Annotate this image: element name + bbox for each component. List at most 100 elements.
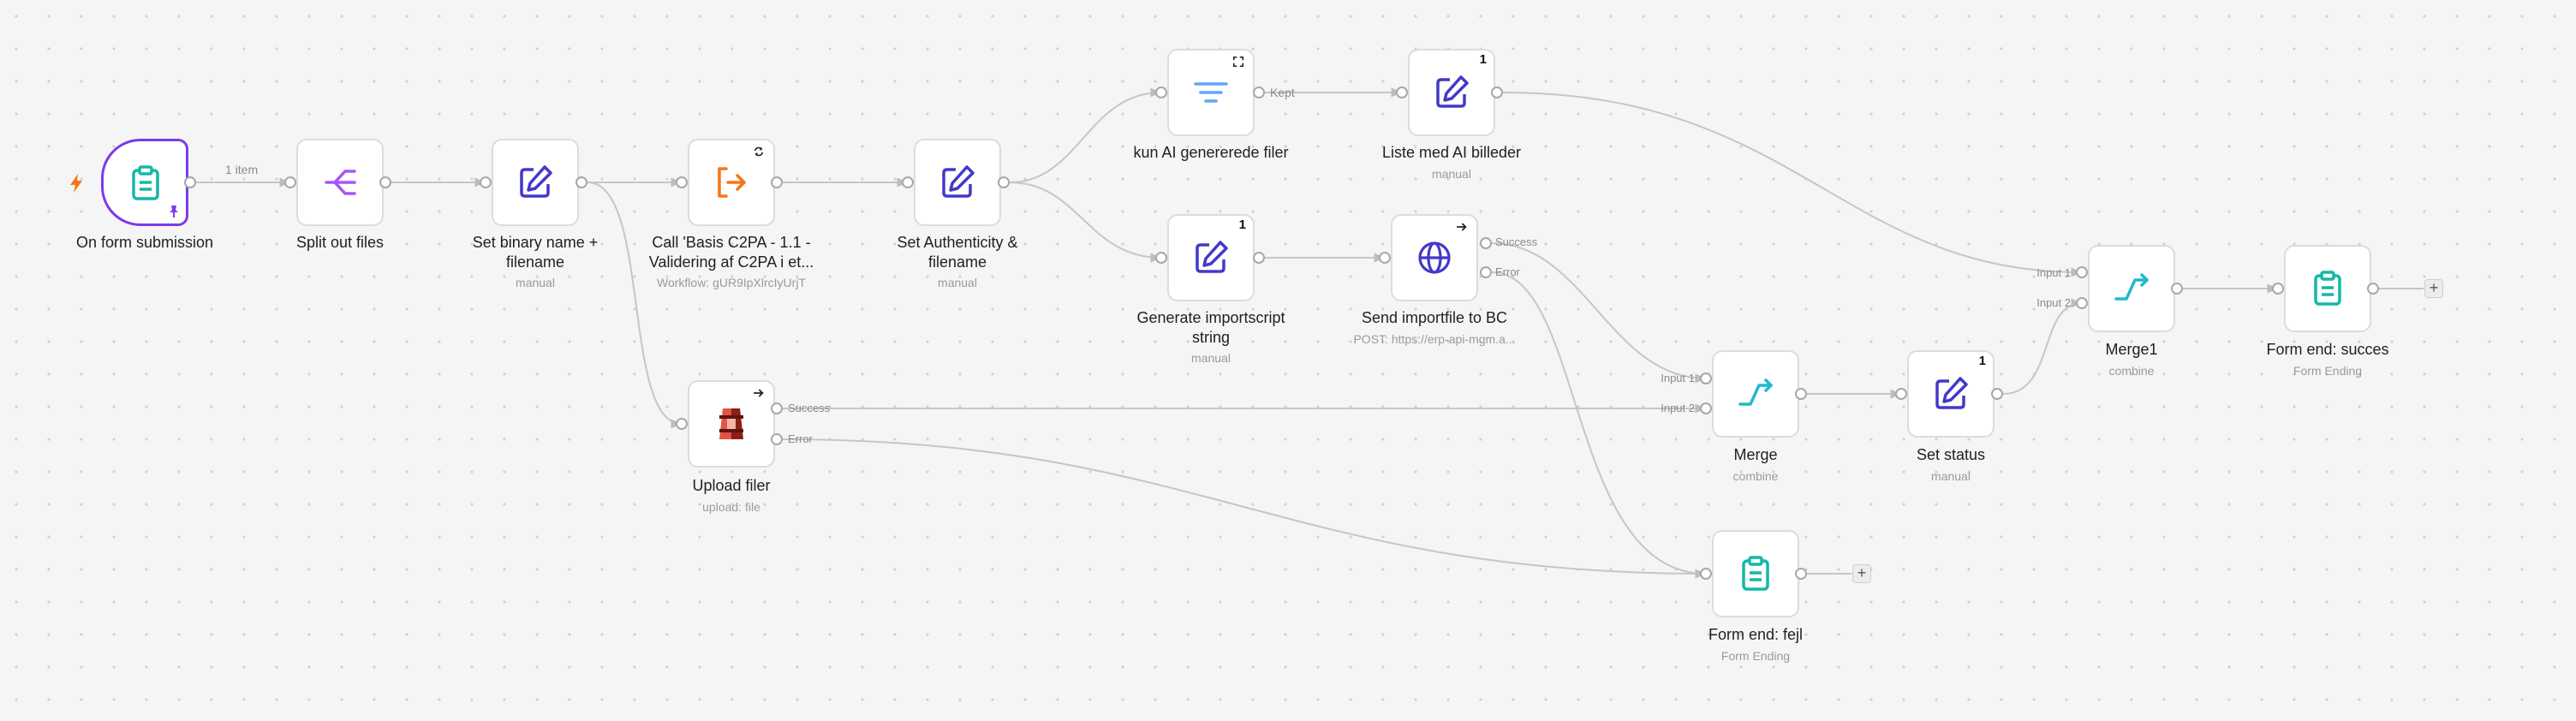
node-title: Set status (1916, 446, 1986, 463)
node-subtitle: Form Ending (1720, 649, 1791, 663)
node-title: Set Authenticity & filename (897, 234, 1018, 271)
node-generate-importscript[interactable]: 1 (1167, 214, 1255, 301)
output-port-error[interactable] (771, 433, 783, 445)
output-port[interactable] (1795, 388, 1807, 400)
input-port[interactable] (2272, 283, 2284, 295)
input-port-2[interactable] (1700, 402, 1712, 414)
node-title: Form end: fejl (1708, 626, 1804, 643)
output-port[interactable] (771, 176, 783, 188)
input-port-1[interactable] (1700, 372, 1712, 384)
filter-icon (1190, 72, 1231, 113)
node-subtitle: POST: https://erp-api-mgm.a... (1353, 332, 1516, 346)
arrow-right-icon (1456, 221, 1470, 235)
output-port[interactable] (2171, 283, 2183, 295)
pencil-icon (1930, 373, 1971, 414)
port-label-success: Success (1495, 235, 1538, 248)
node-title: Split out files (295, 234, 385, 251)
output-port-success[interactable] (1480, 237, 1492, 249)
node-set-status[interactable]: 1 (1907, 350, 1995, 438)
input-port[interactable] (1155, 86, 1167, 98)
input-port[interactable] (1700, 568, 1712, 580)
input-port[interactable] (480, 176, 492, 188)
port-label-error: Error (788, 432, 813, 445)
node-subtitle: combine (1732, 469, 1779, 483)
input-port[interactable] (1895, 388, 1907, 400)
execute-workflow-icon (711, 162, 752, 203)
output-port[interactable] (1491, 86, 1503, 98)
pin-icon (167, 205, 181, 218)
pencil-icon (1431, 72, 1472, 113)
edge-setstatus-merge1 (2002, 298, 2083, 395)
node-merge1[interactable] (2088, 245, 2175, 332)
input-port[interactable] (676, 418, 688, 430)
edge-list-merge1 (1502, 92, 2083, 277)
node-set-binary-name[interactable] (492, 139, 579, 226)
output-port-error[interactable] (1480, 266, 1492, 278)
output-port-kept[interactable] (1253, 86, 1265, 98)
add-node-button[interactable]: + (2424, 279, 2443, 298)
node-title: Merge1 (2105, 341, 2158, 358)
pencil-icon (515, 162, 556, 203)
node-form-end-fejl[interactable] (1712, 530, 1799, 617)
node-subtitle: manual (1432, 167, 1471, 181)
run-count-badge: 1 (1238, 217, 1246, 232)
merge-icon (2111, 268, 2152, 309)
node-on-form-submission[interactable] (101, 139, 188, 226)
port-label-input1: Input 1 (2036, 266, 2071, 279)
input-port[interactable] (1155, 252, 1167, 264)
node-subtitle: manual (516, 276, 555, 289)
node-liste-med-ai-billeder[interactable]: 1 (1408, 49, 1495, 136)
add-node-button[interactable]: + (1852, 564, 1871, 583)
node-title: On form submission (75, 234, 214, 251)
clipboard-icon (125, 163, 166, 204)
node-title: Send importfile to BC (1361, 309, 1508, 326)
node-call-basis-c2pa[interactable] (688, 139, 775, 226)
input-port[interactable] (1396, 86, 1408, 98)
input-port[interactable] (902, 176, 914, 188)
input-port-1[interactable] (2076, 266, 2088, 278)
input-port-2[interactable] (2076, 297, 2088, 309)
node-title: Call 'Basis C2PA - 1.1 - Validering af C… (648, 234, 814, 271)
node-subtitle: manual (938, 276, 977, 289)
edge-label-items: 1 item (225, 163, 259, 176)
input-port[interactable] (676, 176, 688, 188)
node-title: Form end: succes (2266, 341, 2389, 358)
arrow-right-icon (753, 387, 766, 401)
output-port[interactable] (998, 176, 1010, 188)
node-title: Liste med AI billeder (1381, 144, 1522, 161)
output-port[interactable] (1991, 388, 2003, 400)
node-merge[interactable] (1712, 350, 1799, 438)
node-send-importfile[interactable] (1391, 214, 1478, 301)
node-subtitle: combine (2108, 364, 2155, 378)
edge-label-kept: Kept (1270, 86, 1295, 99)
output-port[interactable] (2367, 283, 2379, 295)
globe-icon (1414, 237, 1455, 278)
port-label-input2: Input 2 (2036, 296, 2071, 309)
node-split-out-files[interactable] (296, 139, 384, 226)
port-label-success: Success (788, 402, 831, 414)
node-form-end-succes[interactable] (2284, 245, 2371, 332)
node-title: Set binary name + filename (472, 234, 599, 271)
output-port[interactable] (184, 176, 196, 188)
node-set-authenticity[interactable] (914, 139, 1001, 226)
output-port[interactable] (1795, 568, 1807, 580)
node-subtitle: Form Ending (2293, 364, 2363, 378)
expand-icon (1232, 56, 1246, 69)
node-upload-filer[interactable] (688, 380, 775, 468)
output-port[interactable] (379, 176, 391, 188)
node-kun-ai-genererede-filer[interactable] (1167, 49, 1255, 136)
output-port[interactable] (575, 176, 587, 188)
edge-setbinary-upload (587, 182, 683, 429)
output-port[interactable] (1253, 252, 1265, 264)
clipboard-icon (2307, 268, 2348, 309)
output-port-success[interactable] (771, 402, 783, 414)
input-port[interactable] (284, 176, 296, 188)
run-count-badge: 1 (1978, 354, 1986, 368)
edge-setauth-filter (1009, 87, 1162, 183)
node-title: Generate importscript string (1136, 309, 1285, 346)
node-title: kun AI genererede filer (1133, 144, 1289, 161)
port-label-error: Error (1495, 265, 1520, 278)
port-label-input2: Input 2 (1661, 402, 1695, 414)
node-subtitle: manual (1931, 469, 1971, 483)
input-port[interactable] (1379, 252, 1391, 264)
